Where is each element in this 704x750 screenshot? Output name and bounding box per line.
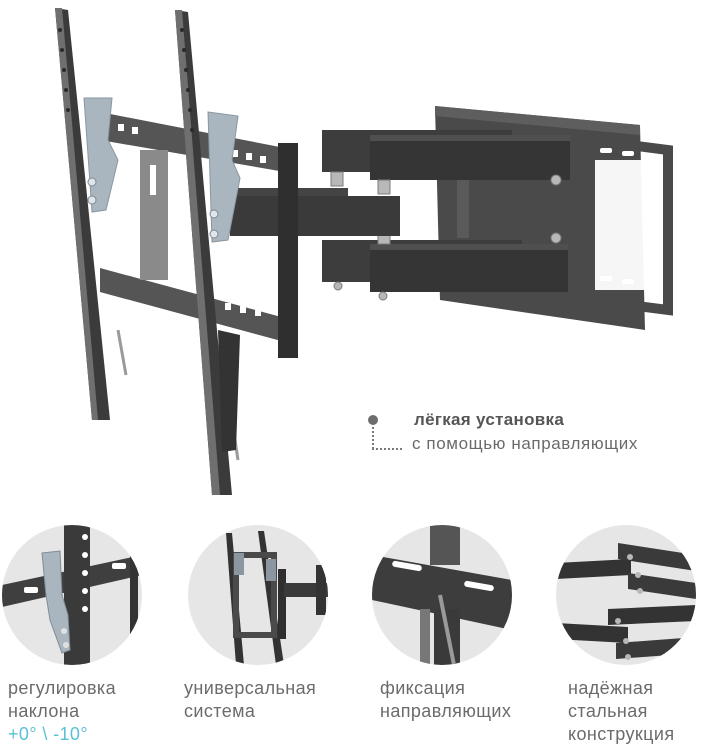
universal-system-closeup-icon [188, 525, 328, 665]
rail-lock-closeup-icon [372, 525, 512, 665]
callout-title: лёгкая установка [414, 410, 565, 429]
caption-line: система [184, 701, 256, 721]
caption-line: универсальная [184, 678, 317, 698]
tv-mount-illustration [55, 8, 673, 495]
dotted-leader-line [372, 427, 374, 449]
caption-line: стальная [568, 701, 648, 721]
caption-line: наклона [8, 701, 80, 721]
dotted-leader-line-horizontal [372, 448, 402, 450]
feature-universal-caption: универсальная система [184, 677, 316, 723]
steel-arms-closeup-icon [556, 525, 696, 665]
caption-line: направляющих [380, 701, 512, 721]
tilt-range-value: +0° \ -10° [8, 724, 88, 744]
caption-line: фиксация [380, 678, 466, 698]
caption-line: надёжная [568, 678, 654, 698]
feature-rail-lock-caption: фиксация направляющих [380, 677, 511, 723]
caption-line: регулировка [8, 678, 117, 698]
bullet-dot-icon [368, 415, 378, 425]
tilt-bracket-closeup-icon [2, 525, 142, 665]
feature-tilt-caption: регулировка наклона +0° \ -10° [8, 677, 116, 746]
callout-subtitle: с помощью направляющих [412, 434, 638, 453]
product-hero-image [55, 8, 673, 495]
easy-installation-callout: лёгкая установка с помощью направляющих [366, 410, 696, 460]
feature-steel-caption: надёжная стальная конструкция [568, 677, 674, 746]
caption-line: конструкция [568, 724, 675, 744]
